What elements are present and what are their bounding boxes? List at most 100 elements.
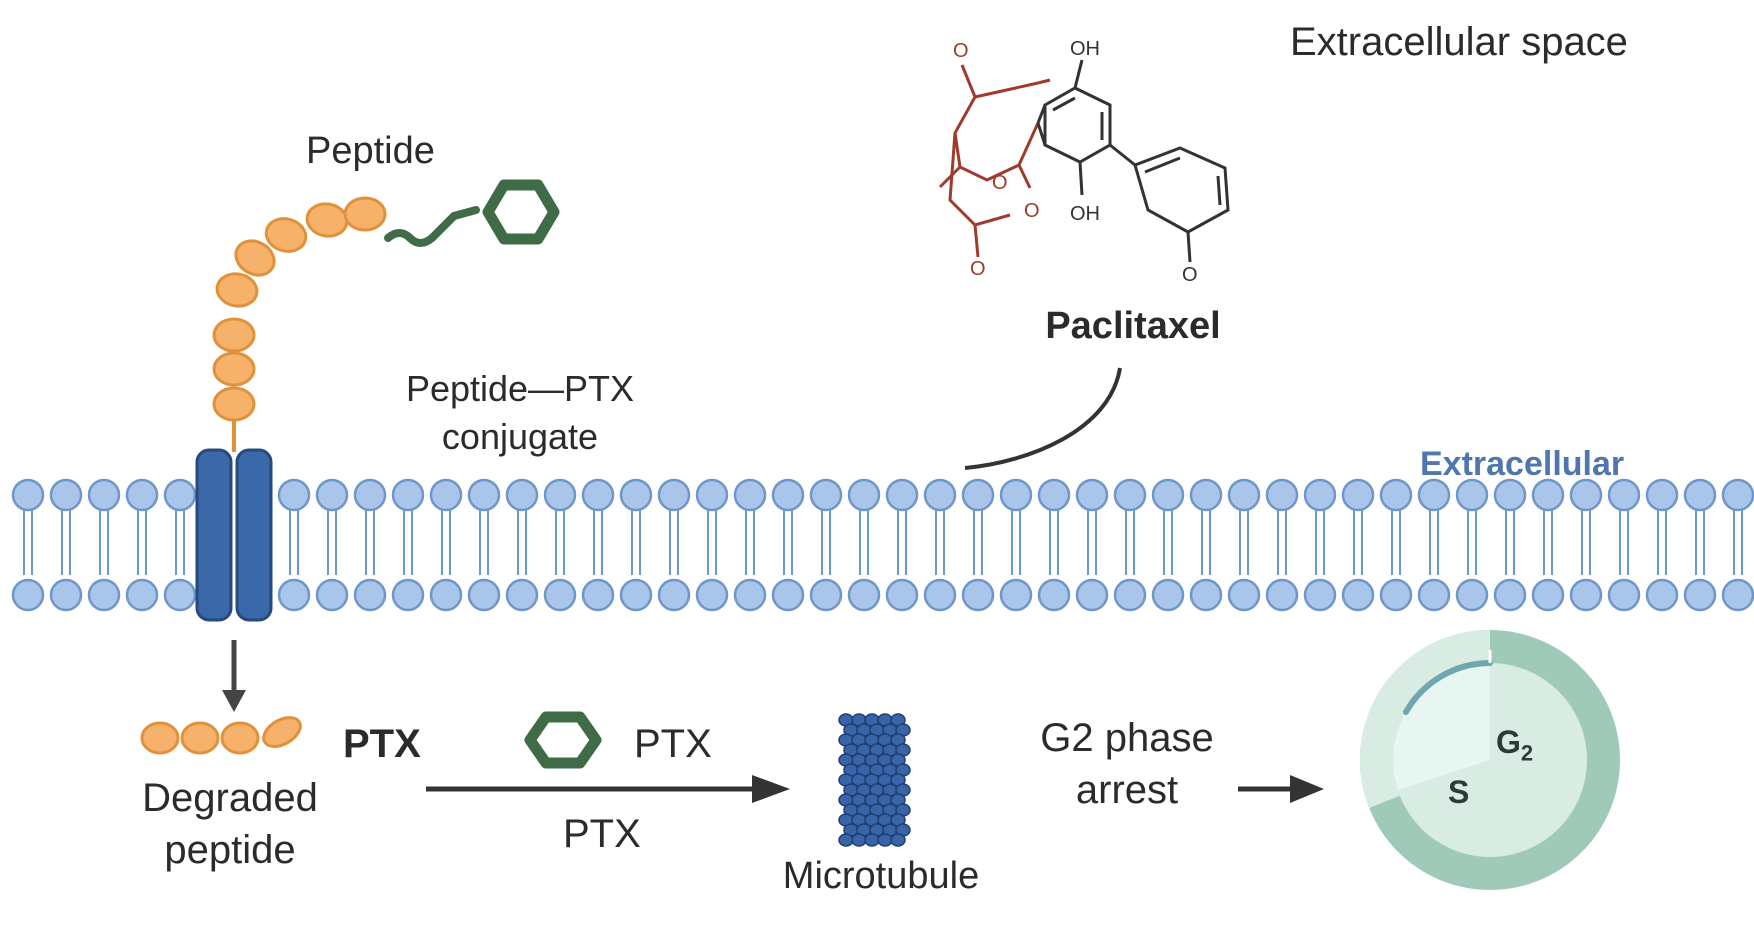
lipid-unit xyxy=(1531,478,1565,612)
conjugate-label-line2: conjugate xyxy=(441,416,599,457)
lipid-unit xyxy=(1417,478,1451,612)
paclitaxel-label: Paclitaxel xyxy=(1045,305,1221,347)
lipid-unit xyxy=(277,478,311,612)
lipid-unit xyxy=(809,478,843,612)
lipid-unit xyxy=(771,478,805,612)
ptx-hexagon-icon xyxy=(482,179,560,245)
lipid-bilayer xyxy=(11,478,1754,612)
lipid-unit xyxy=(125,478,159,612)
lipid-unit xyxy=(49,478,83,612)
tubulin-subunit xyxy=(877,833,893,847)
lipid-unit xyxy=(1379,478,1413,612)
peptide-bead xyxy=(305,202,349,238)
lipid-unit xyxy=(353,478,387,612)
ptx-right-label: PTX xyxy=(634,722,712,766)
membrane-side-label: Extracellular xyxy=(1420,445,1625,483)
extracellular-space-label: Extracellular space xyxy=(1290,20,1628,64)
degraded-label-line2: peptide xyxy=(164,828,296,872)
lipid-unit xyxy=(543,478,577,612)
chem-o-lactone-top: O xyxy=(992,172,1008,194)
peptide-bead xyxy=(212,317,256,353)
cycle-g2-sub: 2 xyxy=(1520,740,1534,766)
paclitaxel-connector xyxy=(964,367,1122,470)
lipid-unit xyxy=(429,478,463,612)
lipid-unit xyxy=(1189,478,1223,612)
cycle-g2-label: G2 xyxy=(1496,724,1533,766)
peptide-bead xyxy=(215,272,259,308)
lipid-unit xyxy=(923,478,957,612)
cycle-s-label: S xyxy=(1448,774,1470,810)
lipid-unit xyxy=(581,478,615,612)
lipid-unit xyxy=(163,478,197,612)
lipid-unit xyxy=(467,478,501,612)
degraded-peptide-fragments xyxy=(140,716,302,755)
lipid-unit xyxy=(1075,478,1109,612)
membrane-receptor xyxy=(195,448,273,622)
chem-o-ring: O xyxy=(1024,200,1040,222)
g2-phase-arrest-label: G2 phase arrest xyxy=(1040,712,1213,816)
chem-oh-top: OH xyxy=(1070,38,1100,60)
lipid-unit xyxy=(1607,478,1641,612)
lipid-unit xyxy=(733,478,767,612)
lipid-unit xyxy=(1341,478,1375,612)
tubulin-subunit xyxy=(864,833,880,847)
lipid-unit xyxy=(1151,478,1185,612)
ptx-small-hexagon-icon xyxy=(524,711,602,769)
peptide-chain xyxy=(212,196,387,452)
peptide-bead xyxy=(343,196,387,232)
conjugate-label: Peptide—PTX conjugate xyxy=(406,365,634,461)
chem-o-lactone-bottom: O xyxy=(970,258,986,280)
ptx-below-label: PTX xyxy=(563,812,641,856)
lipid-unit xyxy=(11,478,45,612)
lipid-unit xyxy=(1721,478,1754,612)
chem-oh-mid: OH xyxy=(1070,203,1100,225)
degraded-peptide-label: Degraded peptide xyxy=(142,772,318,876)
lipid-unit xyxy=(619,478,653,612)
conjugate-label-line1: Peptide—PTX xyxy=(405,368,635,409)
microtubule-label: Microtubule xyxy=(782,855,980,897)
arrest-label-line2: arrest xyxy=(1075,768,1179,812)
lipid-unit xyxy=(315,478,349,612)
lipid-unit xyxy=(1683,478,1717,612)
peptide-bead xyxy=(264,217,308,253)
transport-arrow xyxy=(426,775,790,803)
lipid-unit xyxy=(847,478,881,612)
lipid-unit xyxy=(1113,478,1147,612)
cell-cycle-diagram xyxy=(1359,629,1620,890)
lipid-unit xyxy=(999,478,1033,612)
lipid-unit xyxy=(657,478,691,612)
tubulin-subunit xyxy=(838,833,854,847)
arrest-arrow xyxy=(1238,775,1324,803)
peptide-linker xyxy=(384,206,480,247)
lipid-unit xyxy=(961,478,995,612)
ptx-bold-label: PTX xyxy=(343,722,421,766)
lipid-unit xyxy=(505,478,539,612)
degraded-label-line1: Degraded xyxy=(142,776,318,820)
chem-o-ketone: O xyxy=(953,40,969,62)
lipid-unit xyxy=(1493,478,1527,612)
peptide-bead xyxy=(234,239,276,277)
chem-o-aryl: O xyxy=(1182,264,1198,286)
lipid-unit xyxy=(1037,478,1071,612)
lipid-unit xyxy=(87,478,121,612)
arrest-label-line1: G2 phase xyxy=(1040,716,1214,760)
tubulin-subunit xyxy=(851,833,867,847)
peptide-bead xyxy=(212,351,256,387)
lipid-unit xyxy=(1265,478,1299,612)
lipid-unit xyxy=(1455,478,1489,612)
lipid-unit xyxy=(885,478,919,612)
lipid-unit xyxy=(391,478,425,612)
lipid-unit xyxy=(1569,478,1603,612)
lipid-unit xyxy=(1303,478,1337,612)
paclitaxel-structure xyxy=(938,59,1230,263)
lipid-unit xyxy=(1227,478,1261,612)
lipid-unit xyxy=(695,478,729,612)
microtubule-icon xyxy=(838,713,911,847)
cycle-g2-main: G xyxy=(1496,724,1521,760)
degradation-arrow xyxy=(222,640,246,712)
tubulin-subunit xyxy=(890,833,906,847)
peptide-label: Peptide xyxy=(306,130,435,172)
peptide-bead xyxy=(212,386,256,422)
